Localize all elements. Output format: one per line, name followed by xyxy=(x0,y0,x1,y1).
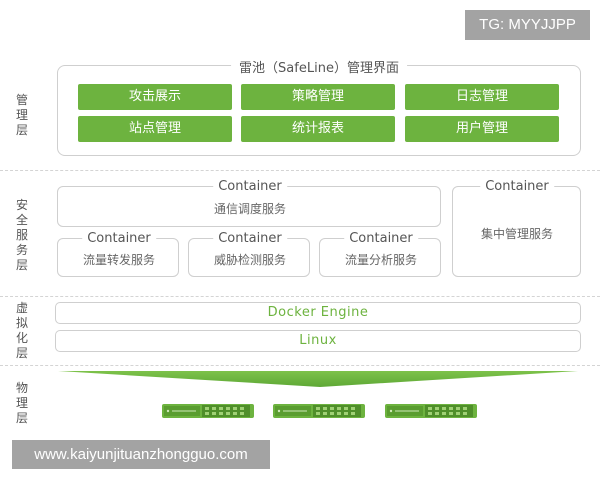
tg-watermark: TG: MYYJJPP xyxy=(465,10,590,40)
server-device-icon xyxy=(273,404,365,418)
server-device-icon xyxy=(162,404,254,418)
central-management-service-label: 集中管理服务 xyxy=(480,227,554,241)
threat-detection-service-label: 威胁检测服务 xyxy=(213,253,287,267)
traffic-forwarding-service-label: 流量转发服务 xyxy=(82,253,156,267)
policy-management-button[interactable]: 策略管理 xyxy=(241,84,395,110)
url-watermark: www.kaiyunjituanzhongguo.com xyxy=(12,440,270,469)
dispatch-container: Container 通信调度服务 xyxy=(57,179,441,227)
statistics-report-button[interactable]: 统计报表 xyxy=(241,116,395,142)
traffic-analysis-service-label: 流量分析服务 xyxy=(344,253,418,267)
layer-divider xyxy=(0,365,600,366)
attack-display-button[interactable]: 攻击展示 xyxy=(78,84,232,110)
user-management-button[interactable]: 用户管理 xyxy=(405,116,559,142)
log-management-button[interactable]: 日志管理 xyxy=(405,84,559,110)
layer-divider xyxy=(0,296,600,297)
dispatch-service-label: 通信调度服务 xyxy=(213,202,287,216)
site-management-button[interactable]: 站点管理 xyxy=(78,116,232,142)
server-device-icon xyxy=(385,404,477,418)
container-title: Container xyxy=(344,231,418,246)
container-title: Container xyxy=(82,231,156,246)
management-panel-title: 雷池（SafeLine）管理界面 xyxy=(231,57,407,76)
virtualization-layer-label: 虚拟化层 xyxy=(15,301,28,360)
physical-layer-label: 物理层 xyxy=(15,381,28,425)
security-layer-label: 安全服务层 xyxy=(15,198,28,272)
traffic-analysis-container: Container 流量分析服务 xyxy=(319,231,441,277)
container-title: Container xyxy=(213,231,287,246)
threat-detection-container: Container 威胁检测服务 xyxy=(188,231,310,277)
linux-bar: Linux xyxy=(55,330,581,352)
container-title: Container xyxy=(480,179,554,194)
docker-engine-bar: Docker Engine xyxy=(55,302,581,324)
traffic-forwarding-container: Container 流量转发服务 xyxy=(57,231,179,277)
container-title: Container xyxy=(213,179,287,194)
central-management-container: Container 集中管理服务 xyxy=(452,179,581,277)
layer-divider xyxy=(0,170,600,171)
layer-funnel-shape xyxy=(58,371,578,387)
management-layer-label: 管理层 xyxy=(15,93,28,137)
